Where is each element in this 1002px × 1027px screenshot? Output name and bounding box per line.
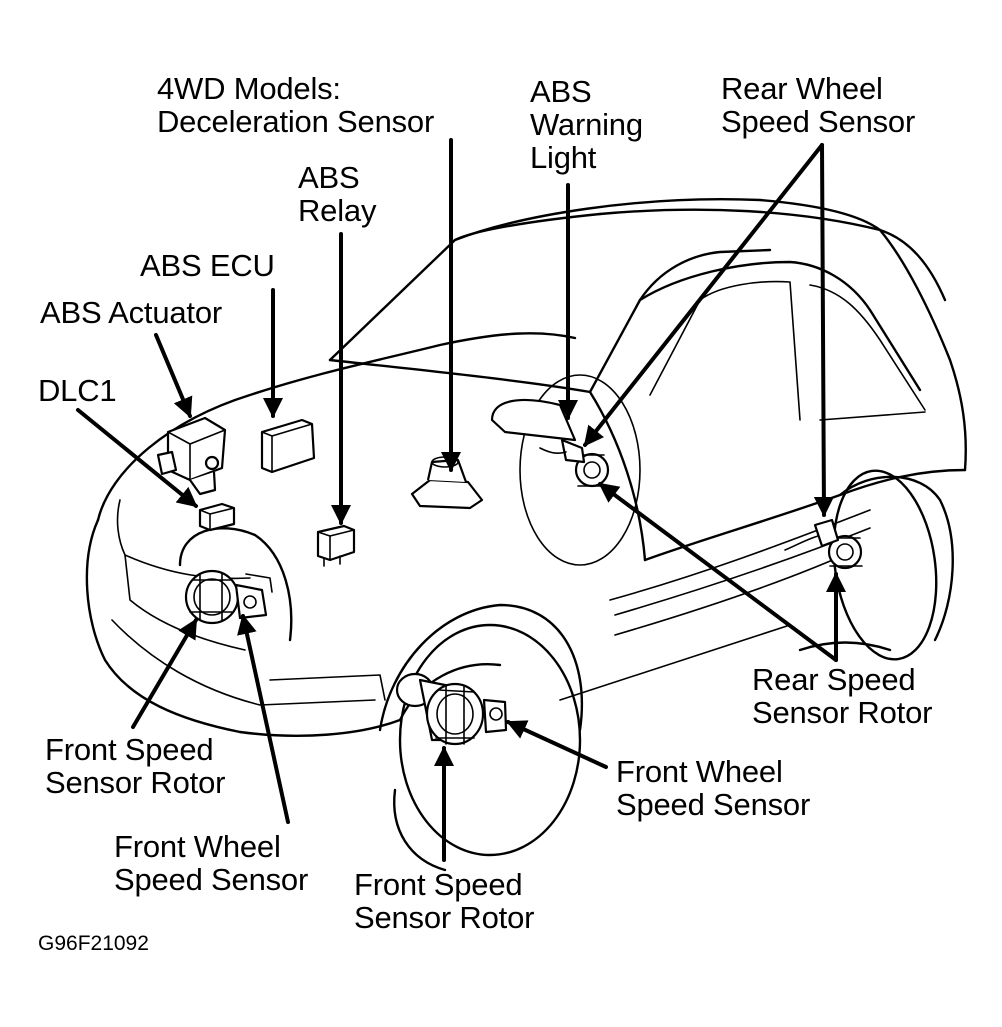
arrow-front-rotor-left (131, 618, 198, 729)
label-rear-wheel-speed-sensor: Rear Wheel Speed Sensor (721, 72, 915, 138)
label-abs-relay-line1: ABS (298, 160, 360, 195)
label-deceleration-sensor-line2: Deceleration Sensor (157, 104, 435, 139)
dlc1-part (198, 502, 236, 532)
label-front-speed-sensor-rotor-bottom: Front Speed Sensor Rotor (354, 868, 534, 934)
label-deceleration-sensor: 4WD Models: Deceleration Sensor (157, 72, 434, 138)
figure-code: G96F21092 (38, 932, 149, 955)
abs-ecu-part (260, 418, 316, 474)
label-front-rotor-bottom-line2: Sensor Rotor (354, 900, 535, 935)
label-abs-warning-line3: Light (530, 140, 597, 175)
arrow-front-wheel-sensor-left (237, 614, 290, 824)
abs-relay-part (316, 524, 356, 567)
label-rear-rotor-line1: Rear Speed (752, 662, 916, 697)
arrow-rear-wheel-sensor-b (813, 143, 834, 517)
label-dlc1: DLC1 (38, 373, 117, 408)
label-rear-wheel-line2: Speed Sensor (721, 104, 916, 139)
arrow-abs-actuator (154, 333, 193, 418)
label-front-wheel-left-line1: Front Wheel (114, 829, 281, 864)
label-front-wheel-speed-sensor-left: Front Wheel Speed Sensor (114, 830, 308, 896)
label-abs-warning-light: ABS Warning Light (530, 75, 643, 174)
arrow-rear-rotor-a (598, 482, 838, 662)
label-front-wheel-right-line2: Speed Sensor (616, 787, 811, 822)
label-rear-rotor-line2: Sensor Rotor (752, 695, 933, 730)
deceleration-sensor-part (410, 456, 484, 510)
label-abs-relay-line2: Relay (298, 193, 377, 228)
label-front-rotor-left-line2: Sensor Rotor (45, 765, 226, 800)
label-dlc1-text: DLC1 (38, 373, 117, 408)
arrow-dlc1 (76, 408, 198, 508)
label-abs-warning-line2: Warning (530, 107, 643, 142)
label-rear-speed-sensor-rotor: Rear Speed Sensor Rotor (752, 663, 932, 729)
label-front-rotor-left-line1: Front Speed (45, 732, 214, 767)
leader-arrows (76, 138, 846, 862)
arrow-front-wheel-sensor-right (506, 720, 608, 769)
label-front-wheel-left-line2: Speed Sensor (114, 862, 309, 897)
arrow-rear-wheel-sensor-a (583, 143, 824, 447)
label-abs-ecu-text: ABS ECU (140, 248, 275, 283)
rear-sensor-assembly-top (539, 438, 610, 488)
rear-sensor-assembly-bottom (784, 518, 863, 570)
label-front-rotor-bottom-line1: Front Speed (354, 867, 523, 902)
abs-actuator-part (156, 416, 227, 496)
label-abs-relay: ABS Relay (298, 161, 376, 227)
label-front-wheel-right-line1: Front Wheel (616, 754, 783, 789)
front-left-hub-assembly (184, 569, 273, 625)
label-abs-actuator-text: ABS Actuator (40, 295, 222, 330)
label-deceleration-sensor-line1: 4WD Models: (157, 71, 341, 106)
label-abs-warning-line1: ABS (530, 74, 592, 109)
label-front-speed-sensor-rotor-left: Front Speed Sensor Rotor (45, 733, 225, 799)
label-abs-ecu: ABS ECU (140, 249, 275, 282)
label-abs-actuator: ABS Actuator (40, 296, 222, 329)
label-front-wheel-speed-sensor-right: Front Wheel Speed Sensor (616, 755, 810, 821)
front-right-hub-assembly (395, 672, 508, 746)
label-rear-wheel-line1: Rear Wheel (721, 71, 883, 106)
